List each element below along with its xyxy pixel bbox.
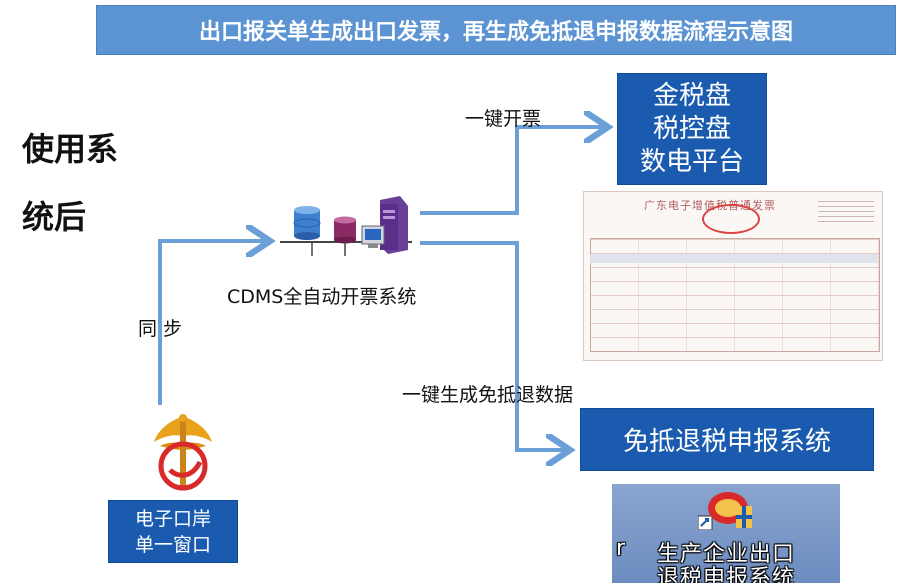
label-sync: 同 步 — [138, 318, 183, 340]
invoice-meta-lines — [818, 200, 874, 226]
software-edge-char: r — [616, 536, 627, 561]
tax-disk-line3: 数电平台 — [639, 146, 744, 177]
software-app-icon — [698, 492, 752, 530]
arrow-invoice — [420, 127, 608, 215]
eport-line2: 单一窗口 — [134, 533, 211, 556]
software-image: 生产企业出口 退税申报系统 r — [612, 484, 840, 583]
arrow-sync — [158, 241, 270, 405]
label-one-click-refund: 一键生成免抵退数据 — [402, 384, 574, 406]
arrow-refund — [420, 241, 570, 450]
tax-disk-line1: 金税盘 — [652, 80, 731, 111]
side-label-line1: 使用系 — [22, 130, 119, 168]
label-cdms: CDMS全自动开票系统 — [227, 286, 417, 308]
invoice-seal — [702, 204, 760, 234]
eport-box: 电子口岸 单一窗口 — [108, 500, 238, 563]
software-line2: 退税申报系统 — [656, 566, 795, 583]
invoice-header-band — [590, 254, 878, 263]
cdms-server-icon — [280, 196, 412, 256]
label-one-click-invoice: 一键开票 — [465, 108, 542, 130]
eport-emblem-icon — [154, 414, 212, 491]
tax-disk-line2: 税控盘 — [652, 113, 731, 144]
page-title: 出口报关单生成出口发票，再生成免抵退申报数据流程示意图 — [96, 5, 896, 55]
software-line1: 生产企业出口 — [656, 542, 795, 567]
eport-line1: 电子口岸 — [134, 507, 211, 530]
side-label-line2: 统后 — [22, 198, 87, 236]
tax-disk-box: 金税盘 税控盘 数电平台 — [617, 73, 767, 185]
invoice-image: 广东电子增值税普通发票 — [583, 191, 883, 361]
refund-system-box: 免抵退税申报系统 — [580, 408, 874, 471]
